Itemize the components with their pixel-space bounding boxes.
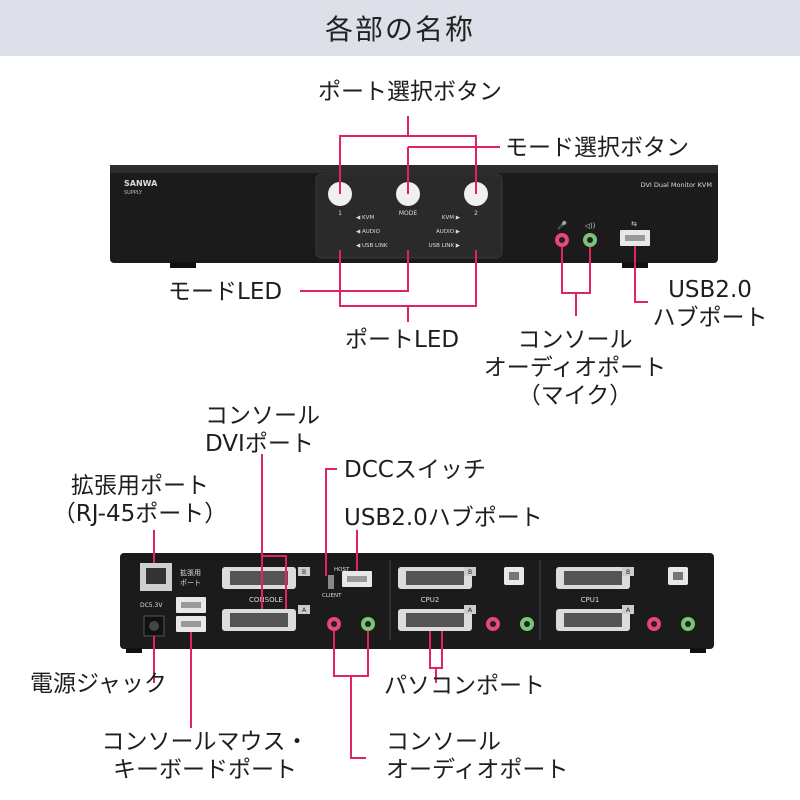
ext-port-text-2: ポート bbox=[180, 579, 201, 587]
label-front-usb-2: ハブポート bbox=[652, 305, 768, 331]
label-back-usb-hub: USB2.0ハブポート bbox=[344, 505, 543, 531]
led-kvm-left: ◀ KVM bbox=[356, 215, 374, 221]
label-pc-port: パソコンポート bbox=[384, 673, 545, 699]
console-tag-b: B bbox=[302, 569, 306, 576]
btn-2-label: 2 bbox=[474, 210, 478, 217]
cpu1-tag-a: A bbox=[626, 607, 631, 614]
brand-logo: SANWA bbox=[124, 179, 158, 188]
dcc-switch bbox=[328, 575, 334, 589]
btn-mode-label: MODE bbox=[399, 210, 418, 217]
model-name: DVI Dual Monitor KVM bbox=[641, 181, 712, 189]
label-console-dvi: コンソール DVIポート bbox=[205, 402, 320, 458]
back-callouts bbox=[153, 454, 443, 759]
cpu1-tag-b: B bbox=[626, 569, 630, 576]
cpu1-text: CPU1 bbox=[581, 596, 600, 604]
label-mode-led: モードLED bbox=[168, 279, 283, 305]
label-port-select: ポート選択ボタン bbox=[318, 79, 502, 105]
client-text: CLIENT bbox=[322, 593, 342, 599]
led-audio-left: ◀ AUDIO bbox=[356, 229, 381, 235]
cpu2-tag-a: A bbox=[468, 607, 473, 614]
back-foot-right bbox=[690, 648, 706, 653]
speaker-icon: ◁)) bbox=[585, 222, 596, 230]
label-mouse-kb: コンソールマウス・ キーボードポート bbox=[90, 728, 320, 784]
label-mouse-kb-2: キーボードポート bbox=[113, 757, 297, 783]
front-callouts bbox=[300, 116, 648, 322]
label-expansion: 拡張用ポート （RJ-45ポート） bbox=[30, 472, 250, 528]
label-dcc-switch: DCCスイッチ bbox=[344, 457, 486, 483]
label-mode-select: モード選択ボタン bbox=[505, 135, 689, 161]
label-console-dvi-1: コンソール bbox=[205, 403, 320, 429]
label-mouse-kb-1: コンソールマウス・ bbox=[101, 729, 309, 755]
led-audio-right: AUDIO ▶ bbox=[436, 229, 461, 235]
label-expansion-2: （RJ-45ポート） bbox=[52, 501, 228, 527]
btn-1-label: 1 bbox=[338, 210, 342, 217]
label-back-audio-2: オーディオポート bbox=[386, 757, 569, 783]
led-usb-left: ◀ USB LINK bbox=[356, 243, 388, 249]
usb-icon: ⇆ bbox=[631, 220, 637, 228]
label-front-audio: コンソール オーディオポート （マイク） bbox=[470, 326, 680, 410]
label-front-audio-3: （マイク） bbox=[517, 383, 633, 409]
label-front-audio-1: コンソール bbox=[517, 327, 633, 353]
mic-icon: 🎤 bbox=[557, 220, 567, 230]
label-power-jack: 電源ジャック bbox=[30, 671, 167, 697]
label-console-dvi-2: DVIポート bbox=[205, 431, 314, 457]
ext-port-text-1: 拡張用 bbox=[180, 568, 201, 577]
led-kvm-right: KVM ▶ bbox=[442, 215, 461, 221]
front-foot-left bbox=[170, 262, 196, 268]
label-front-audio-2: オーディオポート bbox=[483, 355, 667, 381]
cpu2-tag-b: B bbox=[468, 569, 472, 576]
label-front-usb-1: USB2.0 bbox=[668, 277, 752, 303]
cpu2-text: CPU2 bbox=[421, 596, 440, 604]
page-header: 各部の名称 bbox=[0, 0, 800, 56]
console-text: CONSOLE bbox=[249, 596, 283, 604]
console-tag-a: A bbox=[302, 607, 307, 614]
label-expansion-1: 拡張用ポート bbox=[71, 473, 209, 499]
led-usb-right: USB LINK ▶ bbox=[429, 243, 461, 249]
dc-text: DC5.3V bbox=[140, 602, 163, 609]
brand-sub: SUPPLY bbox=[124, 190, 143, 196]
label-port-led: ポートLED bbox=[345, 327, 460, 353]
back-foot-left bbox=[126, 648, 142, 653]
page-title: 各部の名称 bbox=[324, 13, 475, 46]
host-text: HOST bbox=[334, 567, 350, 573]
label-back-audio: コンソール オーディオポート bbox=[386, 728, 568, 784]
label-back-audio-1: コンソール bbox=[386, 729, 501, 755]
label-front-usb: USB2.0 ハブポート bbox=[650, 276, 770, 332]
